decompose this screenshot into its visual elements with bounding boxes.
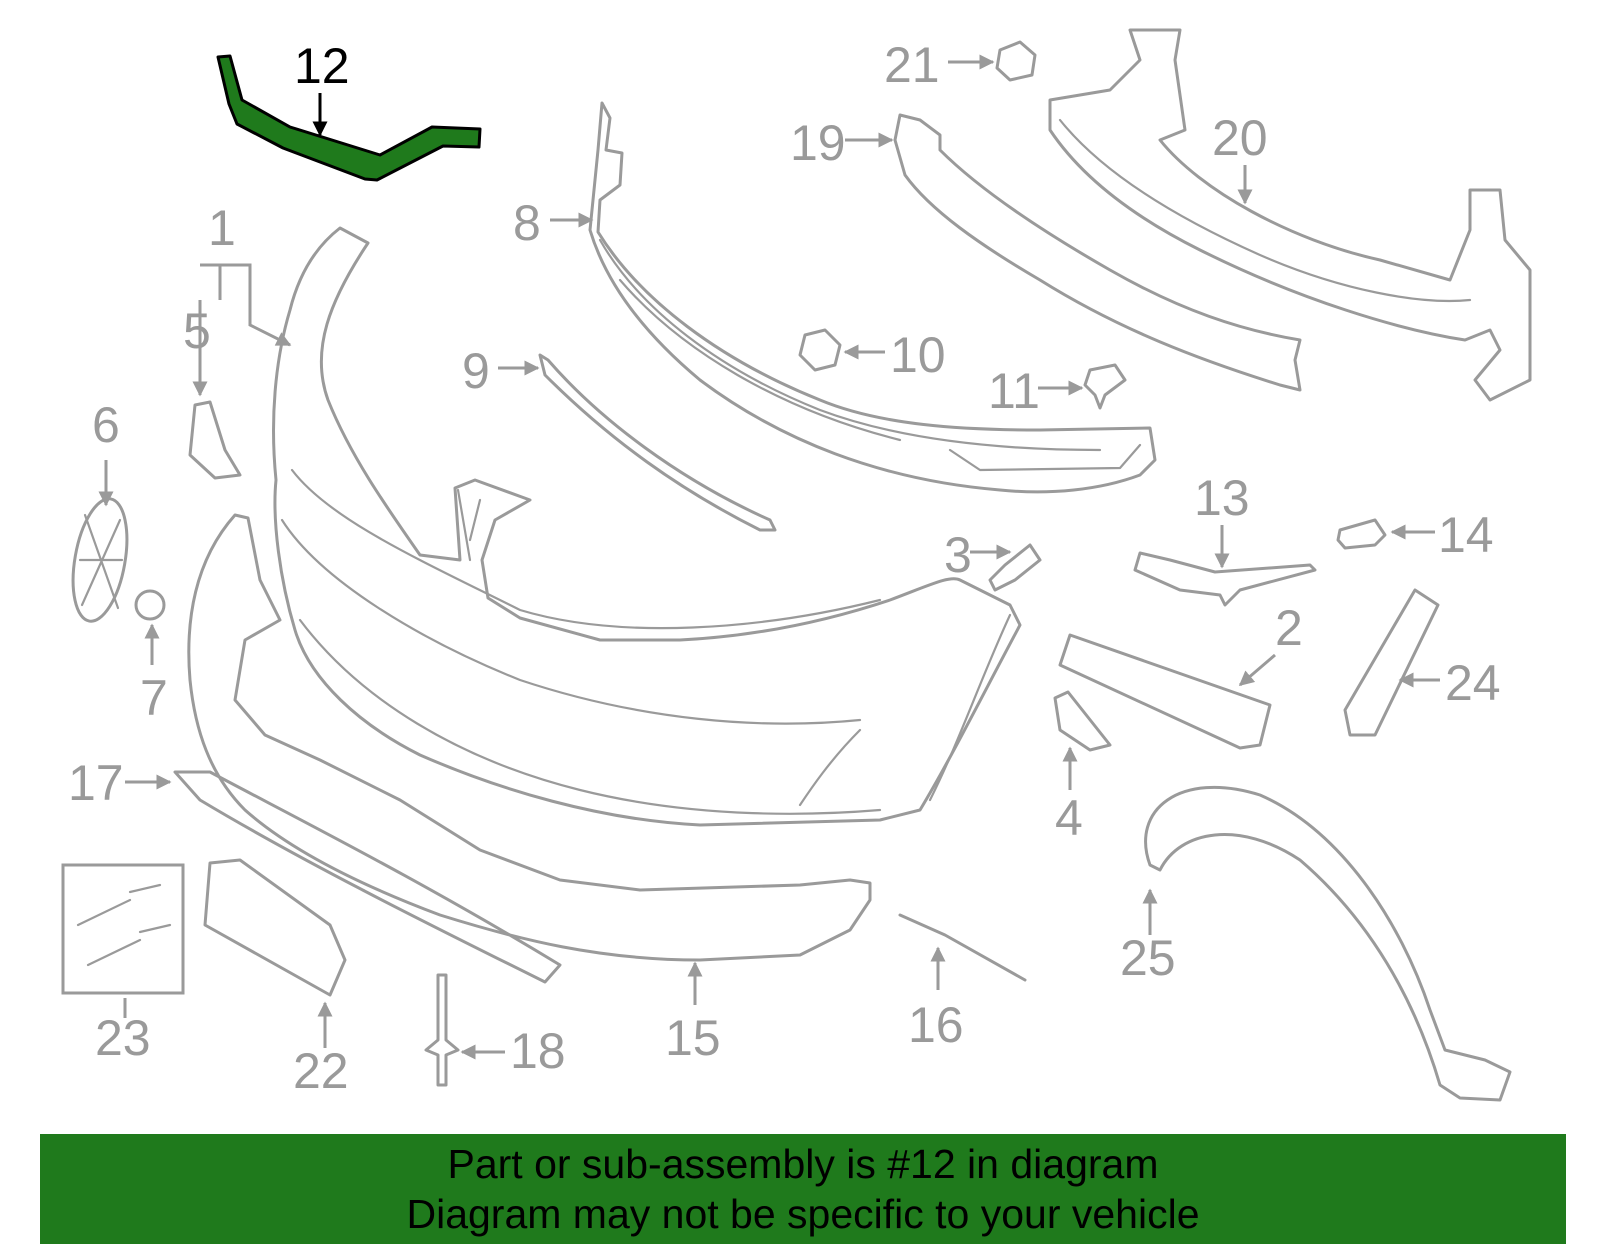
part-8-upper-grille-cover[interactable] xyxy=(588,101,1157,494)
part-14-bolt[interactable] xyxy=(1336,518,1387,550)
callout-label-4[interactable]: 4 xyxy=(1055,790,1083,846)
banner-line-2: Diagram may not be specific to your vehi… xyxy=(406,1191,1200,1237)
part-9-trim-strip[interactable] xyxy=(538,353,777,532)
callout-label-17[interactable]: 17 xyxy=(68,755,124,811)
callout-label-6[interactable]: 6 xyxy=(92,397,120,453)
callout-label-23[interactable]: 23 xyxy=(95,1010,151,1066)
part-22-license-bracket[interactable] xyxy=(203,858,347,997)
part-7-grommet[interactable] xyxy=(134,589,166,621)
callout-label-7[interactable]: 7 xyxy=(140,670,168,726)
part-19-energy-absorber[interactable] xyxy=(893,113,1302,392)
callout-label-1[interactable]: 1 xyxy=(208,200,236,256)
footer-banner-bg xyxy=(40,1134,1566,1244)
part-12-highlighted[interactable] xyxy=(216,54,482,182)
callout-label-18[interactable]: 18 xyxy=(510,1023,566,1079)
callout-label-16[interactable]: 16 xyxy=(908,997,964,1053)
part-1-bumper-cover[interactable] xyxy=(272,226,1022,827)
callout-label-3[interactable]: 3 xyxy=(944,527,972,583)
part-15-lower-valance[interactable] xyxy=(187,513,872,962)
part-10-nut[interactable] xyxy=(798,328,842,372)
callout-label-21[interactable]: 21 xyxy=(884,37,940,93)
callout-labels: 1 2 3 4 5 6 7 8 9 10 11 12 13 14 15 16 1… xyxy=(68,37,1501,1099)
callout-leaders xyxy=(98,54,1440,1060)
callout-label-8[interactable]: 8 xyxy=(513,195,541,251)
part-21-nut[interactable] xyxy=(995,40,1037,82)
part-6-emblem[interactable] xyxy=(65,495,136,626)
part-16-rivet[interactable] xyxy=(898,913,1027,982)
part-4-bracket[interactable] xyxy=(1053,690,1112,752)
callout-label-22[interactable]: 22 xyxy=(293,1043,349,1099)
callout-label-13[interactable]: 13 xyxy=(1194,470,1250,526)
part-2-reflector[interactable] xyxy=(1058,633,1272,750)
part-13-bracket[interactable] xyxy=(1133,551,1317,607)
callout-label-12[interactable]: 12 xyxy=(294,38,350,94)
callout-label-11[interactable]: 11 xyxy=(988,363,1040,419)
callout-label-20[interactable]: 20 xyxy=(1212,110,1268,166)
callout-label-25[interactable]: 25 xyxy=(1120,930,1176,986)
part-18-pin[interactable] xyxy=(424,973,460,1087)
callout-label-14[interactable]: 14 xyxy=(1438,507,1494,563)
callout-label-19[interactable]: 19 xyxy=(790,115,846,171)
callout-label-24[interactable]: 24 xyxy=(1445,655,1501,711)
callout-label-5[interactable]: 5 xyxy=(183,303,211,359)
part-24-molding[interactable] xyxy=(1343,588,1440,737)
part-3-clip[interactable] xyxy=(988,543,1042,592)
footer-banner: Part or sub-assembly is #12 in diagram D… xyxy=(40,1134,1566,1244)
part-17-lower-deflector[interactable] xyxy=(173,770,562,984)
part-5-bracket[interactable] xyxy=(188,400,242,480)
callout-label-2[interactable]: 2 xyxy=(1275,600,1303,656)
callout-label-9[interactable]: 9 xyxy=(462,343,490,399)
part-11-push-pin[interactable] xyxy=(1083,363,1127,410)
part-23-rivet-kit[interactable] xyxy=(61,863,185,995)
part-25-wheel-liner[interactable] xyxy=(1144,785,1512,1102)
callout-label-10[interactable]: 10 xyxy=(890,327,946,383)
callout-label-15[interactable]: 15 xyxy=(665,1010,721,1066)
part-20-reinforcement-beam[interactable] xyxy=(1048,28,1532,402)
banner-line-1: Part or sub-assembly is #12 in diagram xyxy=(447,1141,1159,1187)
